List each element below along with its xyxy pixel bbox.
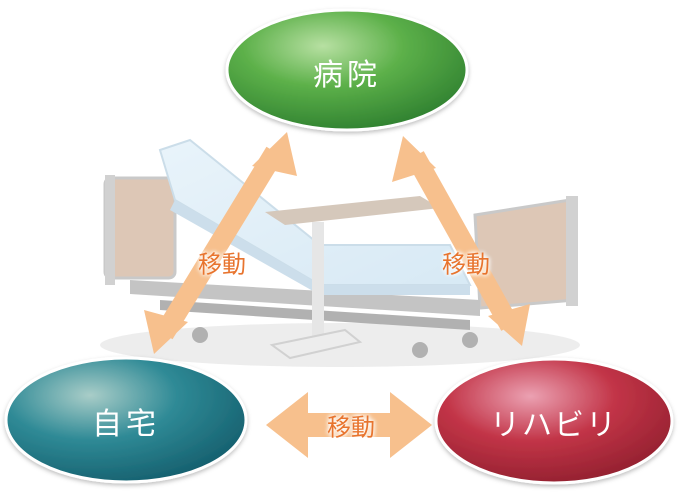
arrow-hospital-rehab: [392, 136, 530, 346]
arrow-hospital-home: [144, 132, 297, 354]
edge-label-hospital-home: 移動: [198, 250, 246, 279]
home-label: 自宅: [92, 407, 160, 442]
hospital-label: 病院: [313, 58, 381, 93]
arrow-home-rehab: [266, 392, 432, 458]
rehab-node: [434, 357, 674, 485]
edge-label-hospital-rehab: 移動: [442, 250, 490, 279]
rehab-label: リハビリ: [490, 408, 618, 443]
bed-illustration: [100, 138, 580, 367]
home-node: [4, 356, 248, 484]
hospital-node: [225, 8, 469, 132]
edge-label-home-rehab: 移動: [327, 413, 375, 442]
